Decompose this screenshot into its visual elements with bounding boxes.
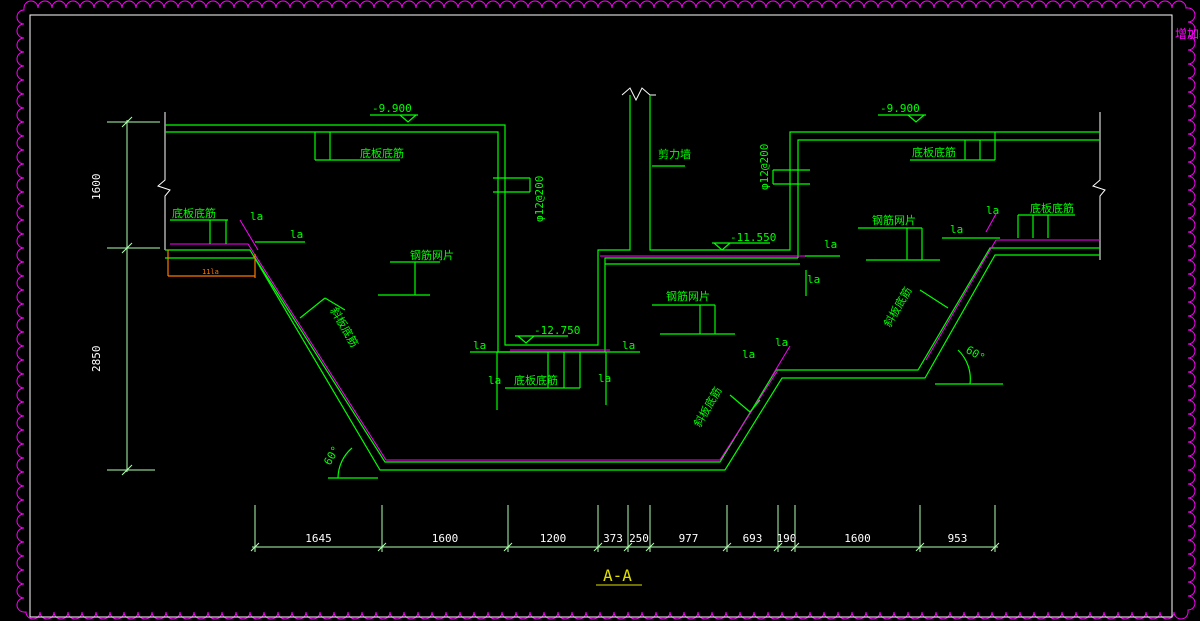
note-right-bars: 底板底筋 bbox=[1017, 201, 1075, 238]
bottom-dim-2: 1600 bbox=[432, 532, 459, 545]
svg-text:la: la bbox=[824, 238, 837, 251]
bottom-dimension-chain: 1645 1600 1200 373 250 977 693 190 1600 953 bbox=[250, 505, 1000, 552]
svg-text:剪力墙: 剪力墙 bbox=[658, 147, 691, 161]
elevation-pit-bottom: -12.750 bbox=[515, 324, 580, 344]
svg-text:la: la bbox=[488, 374, 501, 387]
vertical-dimensions: 1600 2850 bbox=[90, 116, 160, 476]
drawing-frame bbox=[29, 14, 1173, 618]
note-top-bars-right: 底板底筋 bbox=[910, 132, 996, 161]
bottom-dim-1: 1645 bbox=[305, 532, 332, 545]
corner-note: 增加基 bbox=[1175, 27, 1200, 41]
svg-text:底板底筋: 底板底筋 bbox=[1030, 201, 1074, 215]
note-wall: 剪力墙 bbox=[652, 147, 691, 167]
note-top-bars-left: 底板底筋 bbox=[314, 132, 404, 161]
svg-text:-11.550: -11.550 bbox=[730, 231, 776, 244]
svg-text:la: la bbox=[290, 228, 303, 241]
svg-text:斜板底筋: 斜板底筋 bbox=[690, 384, 724, 429]
elevation-right-top: -9.900 bbox=[878, 102, 926, 123]
svg-text:底板底筋: 底板底筋 bbox=[172, 206, 216, 220]
elevation-left-top: -9.900 bbox=[370, 102, 418, 123]
vdim-2: 2850 bbox=[90, 346, 103, 373]
note-mesh-3: 钢筋网片 bbox=[858, 213, 940, 261]
rebar-lines bbox=[170, 213, 1100, 461]
svg-text:底板底筋: 底板底筋 bbox=[514, 373, 558, 387]
svg-text:la: la bbox=[986, 204, 999, 217]
elevation-mid-right: -11.550 bbox=[712, 231, 776, 251]
svg-text:-12.750: -12.750 bbox=[534, 324, 580, 337]
svg-text:A-A: A-A bbox=[603, 566, 632, 585]
svg-text:-9.900: -9.900 bbox=[372, 102, 412, 115]
note-slope-left: 斜板底筋 bbox=[299, 297, 362, 350]
bottom-dim-9: 1600 bbox=[844, 532, 871, 545]
section-title: A-A bbox=[596, 566, 642, 586]
svg-text:斜板底筋: 斜板底筋 bbox=[327, 305, 361, 350]
angle-right: 60° bbox=[964, 343, 988, 364]
svg-text:la: la bbox=[742, 348, 755, 361]
svg-text:φ12@200: φ12@200 bbox=[758, 144, 771, 190]
bottom-dim-8: 190 bbox=[777, 532, 797, 545]
la-labels: la la la la la la la la la la la la bbox=[250, 204, 1000, 410]
svg-text:-9.900: -9.900 bbox=[880, 102, 920, 115]
note-mesh-2: 钢筋网片 bbox=[652, 289, 735, 335]
svg-text:斜板底筋: 斜板底筋 bbox=[880, 284, 914, 329]
bottom-dim-7: 693 bbox=[743, 532, 763, 545]
svg-text:底板底筋: 底板底筋 bbox=[912, 145, 956, 159]
section-outline bbox=[165, 95, 1100, 479]
note-slope-mid: 斜板底筋 bbox=[690, 384, 761, 430]
rebar-callout-right-wall: φ12@200 bbox=[758, 144, 810, 190]
svg-text:la: la bbox=[473, 339, 486, 352]
bottom-dim-6: 977 bbox=[679, 532, 699, 545]
svg-text:la: la bbox=[622, 339, 635, 352]
note-slope-right: 斜板底筋 bbox=[880, 284, 949, 330]
revision-cloud-border bbox=[16, 0, 1196, 620]
svg-text:φ12@200: φ12@200 bbox=[533, 176, 546, 222]
vdim-1: 1600 bbox=[90, 174, 103, 201]
rebar-callout-left-wall: φ12@200 bbox=[493, 176, 546, 222]
bottom-dim-4: 373 bbox=[603, 532, 623, 545]
note-pit-bars: 底板底筋 bbox=[505, 352, 581, 389]
svg-text:la: la bbox=[807, 273, 820, 286]
svg-text:la: la bbox=[950, 223, 963, 236]
bottom-dim-5: 250 bbox=[629, 532, 649, 545]
svg-text:la: la bbox=[250, 210, 263, 223]
svg-text:la: la bbox=[598, 372, 611, 385]
svg-text:la: la bbox=[775, 336, 788, 349]
svg-text:钢筋网片: 钢筋网片 bbox=[410, 248, 454, 262]
bottom-dim-10: 953 bbox=[948, 532, 968, 545]
bottom-dim-3: 1200 bbox=[540, 532, 567, 545]
angle-left: 60° bbox=[321, 444, 342, 468]
svg-text:底板底筋: 底板底筋 bbox=[360, 146, 404, 160]
svg-text:钢筋网片: 钢筋网片 bbox=[872, 213, 916, 227]
orange-dimension: 11la bbox=[167, 250, 256, 278]
svg-text:11la: 11la bbox=[202, 268, 219, 276]
note-mesh-1: 钢筋网片 bbox=[378, 248, 454, 296]
svg-text:钢筋网片: 钢筋网片 bbox=[666, 289, 710, 303]
note-left-bars: 底板底筋 bbox=[170, 206, 228, 244]
